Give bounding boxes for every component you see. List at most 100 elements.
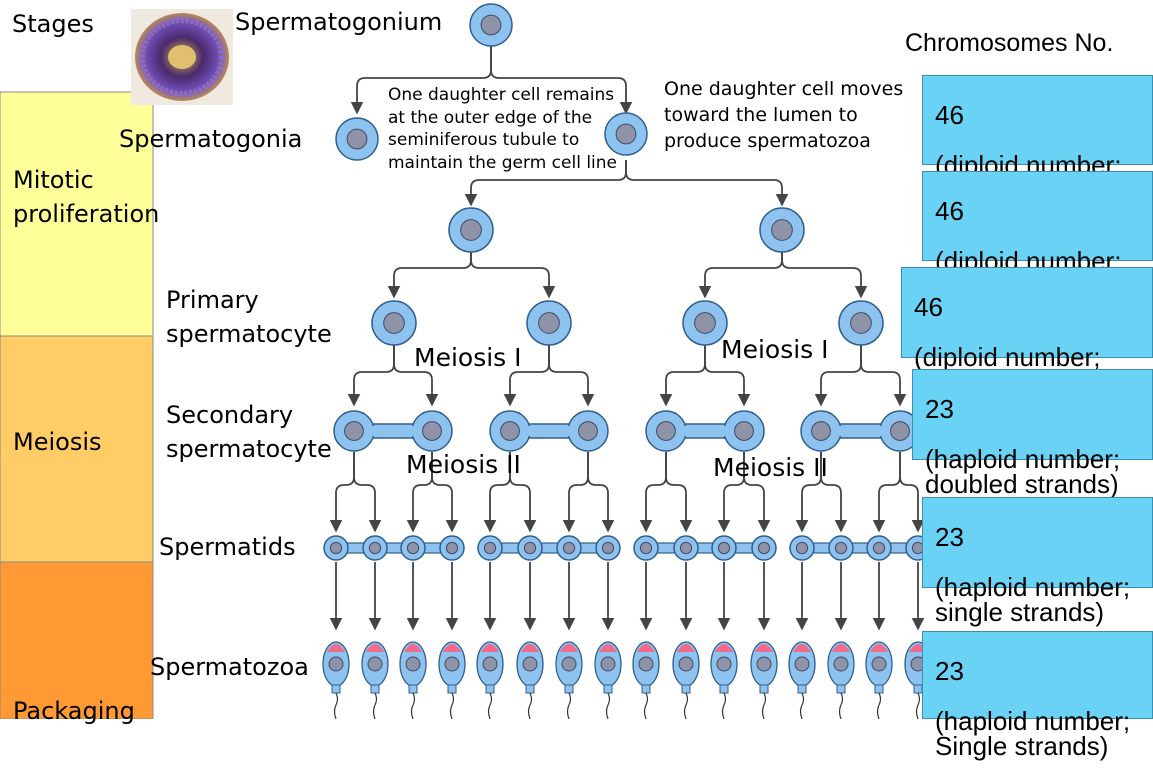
cell-spermatogonia-outer — [335, 117, 379, 161]
chromosome-desc: (haploid number; single strands) — [935, 572, 1131, 627]
cell-nucleus — [834, 541, 848, 555]
acrosome — [560, 644, 578, 652]
sperm-midpiece — [719, 684, 729, 694]
acrosome — [521, 644, 539, 652]
division-arrow — [639, 452, 667, 533]
sperm-nucleus — [444, 656, 460, 672]
cell-spermatid — [556, 535, 582, 561]
sperm-tail — [449, 692, 455, 719]
sperm-midpiece — [485, 684, 495, 694]
acrosome — [404, 644, 422, 652]
cell-spermatid — [673, 535, 699, 561]
cell-spermatid — [517, 535, 543, 561]
cell-spermatozoon — [438, 641, 466, 719]
acrosome — [715, 644, 733, 652]
cell-secondary-spermatocyte — [567, 410, 609, 452]
cell-spermatogonium — [469, 3, 513, 47]
cell-spermatid — [323, 535, 349, 561]
label-secondary-spermatocyte: Secondary spermatocyte — [166, 401, 332, 463]
cell-nucleus — [811, 421, 831, 441]
note-outer-edge: One daughter cell remains at the outer e… — [388, 85, 618, 173]
sperm-nucleus — [678, 656, 694, 672]
chromosomes-header: Chromosomes No. — [905, 29, 1114, 57]
cell-nucleus — [601, 541, 615, 555]
division-arrow — [587, 452, 615, 533]
division-arrow — [353, 452, 382, 533]
stage-label-meiosis: Meiosis — [13, 428, 102, 456]
label-spermatids: Spermatids — [159, 533, 296, 561]
stage-label-mitotic: Mitotic proliferation — [13, 166, 160, 228]
division-arrow — [743, 452, 771, 533]
division-arrow — [548, 345, 595, 407]
division-arrow — [393, 345, 439, 407]
sperm-midpiece — [447, 684, 457, 694]
division-arrow — [625, 160, 789, 207]
sperm-tail — [799, 692, 805, 719]
division-arrow — [665, 452, 693, 533]
cell-nucleus — [344, 421, 364, 441]
sperm-tail — [876, 692, 882, 719]
sperm-tail — [683, 692, 689, 719]
sperm-midpiece — [525, 684, 535, 694]
sperm-tail — [410, 692, 416, 719]
cell-secondary-spermatocyte — [723, 410, 765, 452]
cell-spermatid — [751, 535, 777, 561]
chromosome-box-spermatogonia: 46 (diploid number; single strands) — [922, 75, 1153, 203]
cell-nucleus — [850, 312, 872, 334]
meiosis-1-label-right: Meiosis I — [721, 335, 829, 364]
cell-secondary-spermatocyte — [411, 410, 453, 452]
chromosome-desc: (haploid number; Single strands) — [935, 706, 1131, 761]
sperm-midpiece — [408, 684, 418, 694]
cell-spermatozoon — [788, 641, 816, 719]
sperm-tail — [915, 692, 921, 719]
bridge-fill — [839, 426, 882, 436]
cell-secondary-spermatocyte — [645, 410, 687, 452]
cell-primary-spermatocyte — [682, 300, 728, 346]
sperm-nucleus — [405, 656, 421, 672]
chromosome-box-mitotic-daughters: 46 (diploid number; single strands) — [922, 171, 1153, 299]
stages-header: Stages — [12, 10, 94, 38]
cell-spermatozoon — [399, 641, 427, 719]
cells-layer — [322, 3, 932, 719]
sperm-midpiece — [370, 684, 380, 694]
cell-nucleus — [368, 541, 382, 555]
cell-spermatid — [828, 535, 854, 561]
chromosome-number: 23 — [935, 522, 964, 552]
cell-nucleus — [460, 219, 482, 241]
division-arrow — [860, 345, 907, 407]
sperm-tail — [643, 692, 649, 719]
sperm-tail — [838, 692, 844, 719]
cell-nucleus — [523, 541, 537, 555]
cell-secondary-spermatocyte — [489, 410, 531, 452]
stage-band-packaging — [0, 561, 154, 719]
cell-nucleus — [562, 541, 576, 555]
cell-nucleus — [890, 421, 910, 441]
sperm-tail — [372, 692, 378, 719]
arrows-layer — [329, 46, 925, 631]
bridge-fill — [372, 426, 414, 436]
sperm-midpiece — [603, 684, 613, 694]
cell-spermatogonia-inner — [604, 112, 648, 156]
chromosome-number: 23 — [925, 394, 954, 424]
label-primary-spermatocyte: Primary spermatocyte — [166, 286, 332, 348]
division-arrow — [562, 452, 589, 533]
meiosis-2-label-right: Meiosis II — [713, 453, 828, 482]
cell-spermatid — [400, 535, 426, 561]
sperm-tail — [761, 692, 767, 719]
sperm-tail — [333, 692, 339, 719]
acrosome — [637, 644, 655, 652]
cell-nucleus — [383, 312, 405, 334]
cell-nucleus — [872, 541, 886, 555]
cell-nucleus — [538, 312, 560, 334]
acrosome — [870, 644, 888, 652]
cell-spermatozoon — [594, 641, 622, 719]
cell-spermatozoon — [750, 641, 778, 719]
cell-nucleus — [346, 128, 368, 150]
chromosome-box-spermatids: 23 (haploid number; single strands) — [922, 497, 1153, 625]
cell-spermatozoon — [322, 641, 350, 719]
division-arrow — [659, 345, 706, 407]
cell-nucleus — [500, 421, 520, 441]
cell-nucleus — [406, 541, 420, 555]
sperm-nucleus — [833, 656, 849, 672]
chromosome-number: 46 — [935, 100, 964, 130]
